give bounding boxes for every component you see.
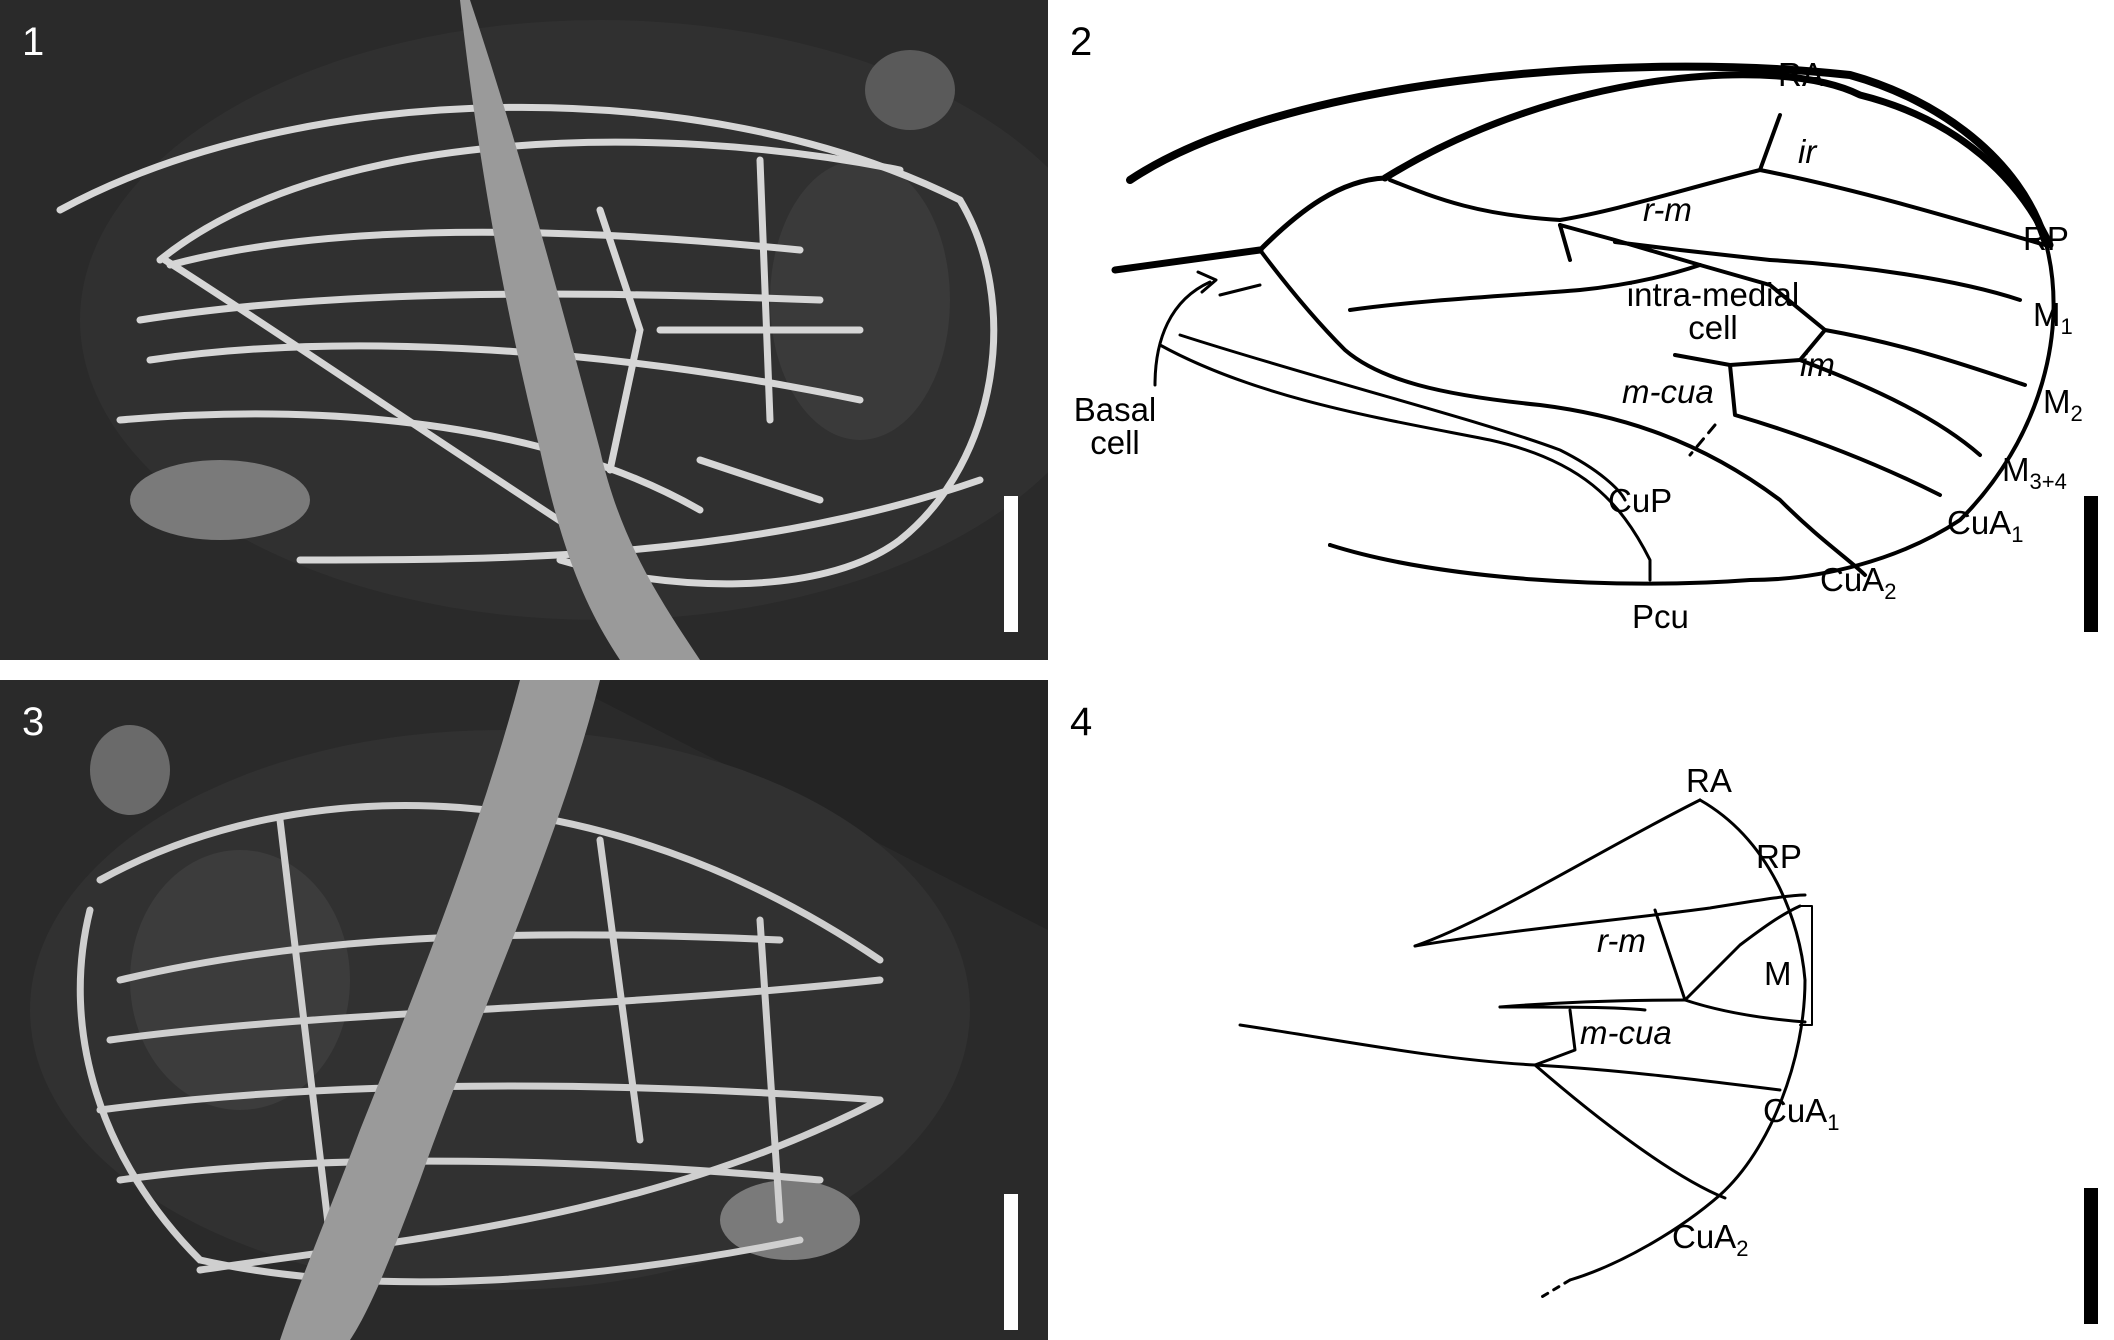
panel-4-number: 4	[1070, 700, 1093, 744]
panel-1-number: 1	[22, 20, 45, 64]
panel-2-wing-drawing: 2 RA ir RP r-m intra-medial cell M1 im M…	[1060, 0, 2114, 660]
panel-3-number: 3	[22, 700, 45, 744]
label-m3-4: M3+4	[2002, 451, 2067, 494]
label-cua1: CuA1	[1947, 504, 2024, 547]
label-pcu: Pcu	[1632, 598, 1689, 635]
label-ra-hind: RA	[1686, 762, 1732, 799]
label-ra: RA	[1778, 56, 1824, 93]
panel-3-photograph: 3	[0, 680, 1048, 1340]
panel-4-wing-drawing: 4 RA RP r-m M m-cua CuA1 CuA2	[1060, 680, 2114, 1340]
label-im: im	[1800, 346, 1835, 383]
forewing-venation-drawing	[1111, 62, 2056, 586]
scale-bar-2	[2084, 496, 2098, 632]
panel-1-photograph: 1	[0, 0, 1048, 660]
scale-bar-4	[2084, 1188, 2098, 1324]
plant-stem-shape	[280, 680, 600, 1340]
fossil-wing-photo-1	[0, 0, 1048, 660]
label-m1: M1	[2033, 296, 2073, 339]
plant-stem-shape	[460, 0, 700, 660]
label-rp: RP	[2023, 220, 2069, 257]
label-cua1-hind: CuA1	[1763, 1092, 1840, 1135]
label-intra-medial-cell: intra-medial cell	[1626, 276, 1800, 346]
label-m-hind: M	[1764, 955, 1792, 992]
label-r-m-hind: r-m	[1597, 922, 1646, 959]
label-m-cua: m-cua	[1622, 373, 1714, 410]
label-cup: CuP	[1608, 482, 1673, 519]
label-basal-cell: Basal cell	[1073, 391, 1157, 461]
scale-bar-1	[1004, 496, 1018, 632]
label-ir: ir	[1798, 133, 1817, 170]
label-cua2-hind: CuA2	[1672, 1218, 1749, 1261]
hindwing-venation-drawing	[1238, 798, 1813, 1300]
label-r-m: r-m	[1643, 191, 1692, 228]
label-m-cua-hind: m-cua	[1580, 1014, 1672, 1051]
label-m2: M2	[2043, 383, 2083, 426]
panel-2-number: 2	[1070, 20, 1093, 64]
scale-bar-3	[1004, 1194, 1018, 1330]
fossil-wing-photo-3	[0, 680, 1048, 1340]
label-rp-hind: RP	[1756, 838, 1802, 875]
label-cua2: CuA2	[1820, 561, 1897, 604]
